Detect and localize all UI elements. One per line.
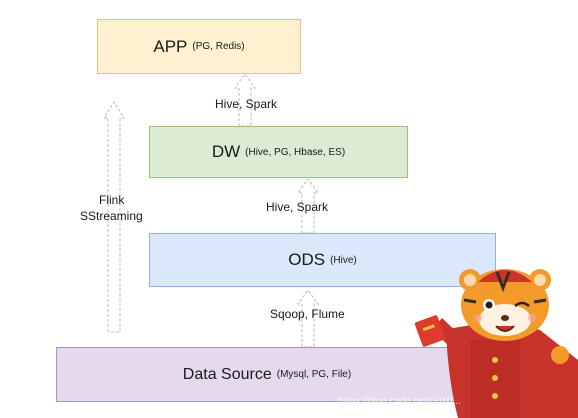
dw-layer-name: DW [211,142,241,161]
data-source-layer-box: Data Source (Mysql, PG, File) [56,347,478,402]
ods-to-dw-label: Hive, Spark [266,200,329,214]
stream-label-flink: Flink [99,193,125,207]
app-layer-tech: (PG, Redis) [192,41,245,52]
dw-to-app-label: Hive, Spark [215,97,278,111]
data-source-layer-tech: (Mysql, PG, File) [276,369,352,380]
ods-layer-box: ODS (Hive) [149,233,496,287]
ods-to-dw-arrow [297,178,319,234]
dw-layer-tech: (Hive, PG, Hbase, ES) [245,146,346,158]
dw-to-app-arrow [234,73,256,127]
dw-layer-box: DW (Hive, PG, Hbase, ES) [149,126,408,178]
source-to-ods-arrow [297,289,319,348]
data-source-layer-name: Data Source [182,365,272,383]
stream-arrow [103,101,125,333]
app-layer-name: APP [153,36,188,56]
ods-layer-tech: (Hive) [330,254,357,266]
ods-layer-name: ODS [288,250,326,269]
source-to-ods-label: Sqoop, Flume [270,307,345,321]
watermark-text: https://blog.csdn.net/u010... [338,396,461,407]
app-layer-box: APP (PG, Redis) [97,19,301,74]
stream-label-sstreaming: SStreaming [80,209,143,223]
